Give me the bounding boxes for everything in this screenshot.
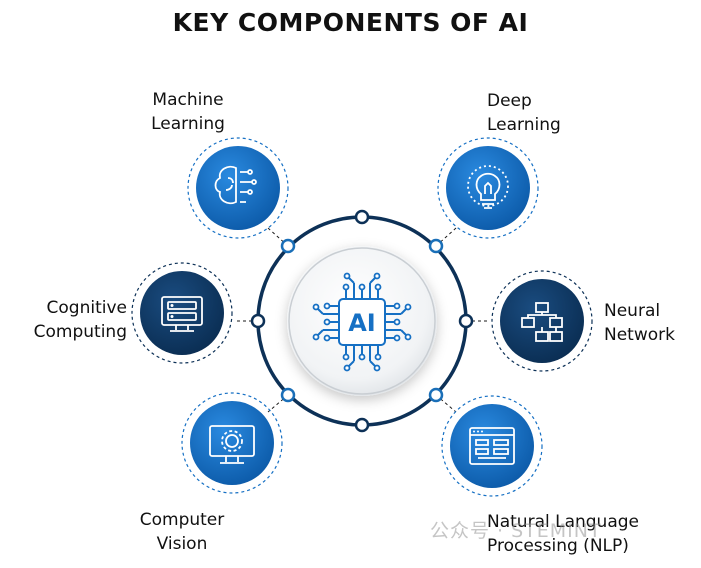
server-monitor-icon xyxy=(161,296,203,332)
ring-dots xyxy=(250,209,474,433)
connector-lines xyxy=(236,227,490,413)
window-form-icon xyxy=(469,427,515,465)
page-title: KEY COMPONENTS OF AI xyxy=(172,8,529,37)
ring-dots-blue xyxy=(280,238,444,403)
component-computer-vision xyxy=(181,392,283,494)
component-neural-network xyxy=(491,270,593,372)
ai-chip-icon xyxy=(316,276,408,368)
watermark-text: 公众号 · STEMINT xyxy=(430,520,602,542)
center-label: AI xyxy=(348,309,376,337)
component-nlp xyxy=(441,395,543,497)
lightbulb-icon xyxy=(467,165,509,209)
network-hierarchy-icon xyxy=(521,302,563,342)
center-hub: AI xyxy=(287,246,437,396)
component-machine-learning xyxy=(187,137,289,239)
component-deep-learning xyxy=(437,137,539,239)
monitor-gear-icon xyxy=(209,425,255,464)
brain-circuit-icon xyxy=(214,165,257,205)
component-cognitive-computing xyxy=(131,262,233,364)
